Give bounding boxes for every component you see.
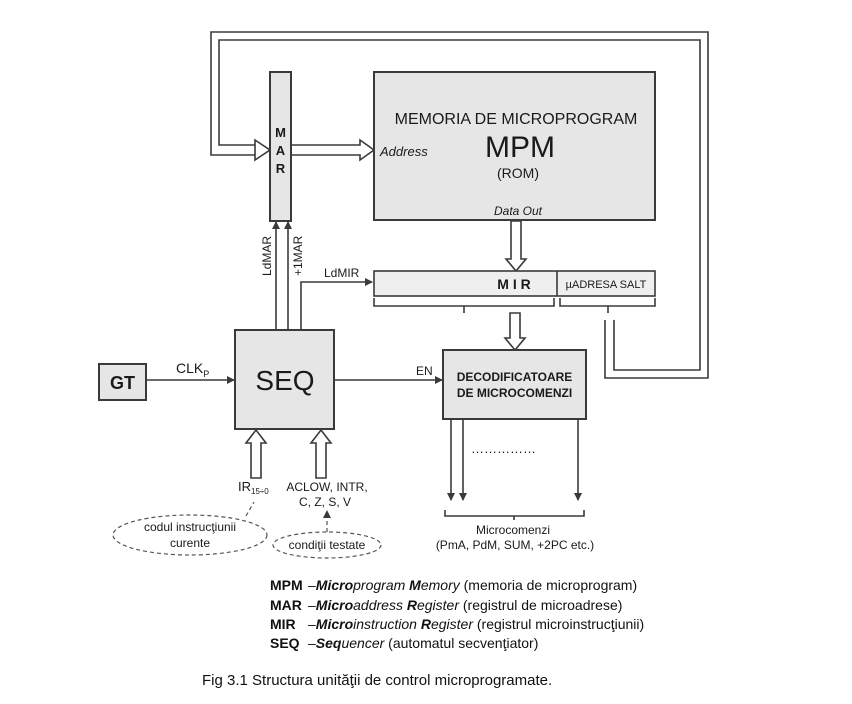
legend-dash: – (308, 577, 316, 593)
legend-term: Microprogram Memory (315, 577, 460, 593)
legend-abbr: SEQ (270, 635, 300, 651)
decoder-block (442, 349, 587, 420)
mpm-block (373, 71, 656, 221)
output-dots: …………… (471, 441, 536, 456)
mar-letter-a: A (276, 143, 286, 158)
gt-block (98, 363, 147, 401)
flags-note-ellipse (272, 531, 382, 559)
outputs-label-line2: (PmA, PdM, SUM, +2PC etc.) (436, 538, 594, 552)
legend-row-mar: MAR–Microaddress Register (registrul de … (270, 597, 622, 613)
flags-label-line2: C, Z, S, V (299, 495, 351, 509)
legend-abbr: MPM (270, 577, 303, 593)
seq-block (234, 329, 335, 430)
figure-caption: Fig 3.1 Structura unităţii de control mi… (202, 672, 553, 689)
legend-desc: (automatul secvenţiator) (384, 635, 539, 651)
mir-jump-field-brace (559, 298, 656, 313)
legend-abbr: MIR (270, 616, 296, 632)
outputs-label-line1: Microcomenzi (476, 523, 550, 537)
mpm-to-mir-arrow (504, 220, 528, 273)
gt-label: GT (110, 373, 135, 393)
ldmir-signal-label: LdMIR (324, 266, 360, 280)
feedback-to-mar-arrow (254, 138, 272, 162)
legend-abbr: MAR (270, 597, 302, 613)
flags-note-text: condiţii testate (289, 538, 366, 552)
legend-desc: (registrul microinstrucţiunii) (473, 616, 645, 632)
mpm-name: MPM (485, 131, 555, 164)
mar-letter-m: M (275, 125, 286, 140)
decoder-label-line2: DE MICROCOMENZI (457, 386, 572, 400)
mir-jump-label: µADRESA SALT (566, 279, 647, 291)
legend-term: Microinstruction Register (315, 616, 473, 632)
legend-dash: – (308, 597, 316, 613)
legend-term: Microaddress Register (315, 597, 459, 613)
clock-signal-label: CLKP (176, 360, 209, 379)
legend-term: Sequencer (315, 635, 385, 651)
ir-note-line2: curente (170, 536, 210, 550)
legend-desc: (memoria de microprogram) (459, 577, 638, 593)
feedback-loop-bus (210, 31, 709, 379)
decoder-label-line1: DECODIFICATOARE (457, 370, 573, 384)
ir-input-label: IR15÷0 (238, 479, 269, 496)
enable-signal-label: EN (416, 364, 433, 378)
mir-label: M I R (497, 276, 530, 292)
mar-block (269, 71, 292, 222)
mpm-title: MEMORIA DE MICROPROGRAM (395, 111, 638, 128)
flags-label-line1: ACLOW, INTR, (286, 480, 367, 494)
legend-dash: – (308, 635, 316, 651)
legend-dash: – (308, 616, 316, 632)
outputs-brace (444, 510, 585, 520)
flags-note-arrowhead (323, 510, 331, 518)
legend-row-seq: SEQ–Sequencer (automatul secvenţiator) (270, 635, 538, 651)
ir-note-ellipse (112, 514, 268, 556)
mpm-type: (ROM) (497, 165, 539, 181)
mar-to-mpm-arrow (290, 138, 376, 162)
legend-desc: (registrul de microadrese) (459, 597, 623, 613)
flags-input-arrow (309, 428, 333, 479)
legend-row-mpm: MPM–Microprogram Memory (memoria de micr… (270, 577, 637, 593)
mpm-address-label: Address (379, 144, 428, 159)
inc-mar-signal-label: +1MAR (291, 235, 305, 276)
mir-micro-fields-brace (373, 298, 555, 313)
ldmar-signal-label: LdMAR (260, 236, 274, 276)
ir-note-line1: codul instrucţiunii (144, 520, 236, 534)
ldmir-line (300, 278, 373, 330)
mpm-data-out-label: Data Out (494, 204, 543, 218)
mir-register (373, 270, 656, 297)
seq-label: SEQ (255, 365, 314, 396)
ir-note-leader (245, 501, 255, 517)
ir-input-arrow (244, 428, 268, 479)
legend-row-mir: MIR–Microinstruction Register (registrul… (270, 616, 644, 632)
mir-to-decoder-arrow (503, 312, 527, 352)
mar-letter-r: R (276, 161, 286, 176)
